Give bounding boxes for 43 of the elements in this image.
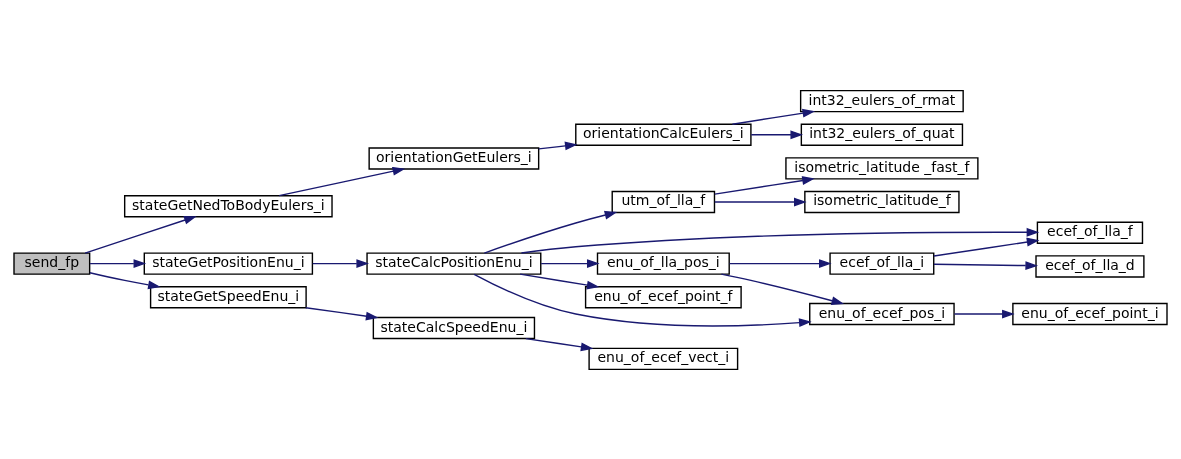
arrow xyxy=(473,273,812,327)
arrow xyxy=(540,258,600,268)
arrow xyxy=(720,272,845,305)
node-box: ecef_of_lla_i xyxy=(829,251,935,275)
arrow xyxy=(84,215,197,254)
node-box: stateCalcPositionEnu_i xyxy=(366,251,542,275)
node-box: stateCalcSpeedEnu_i xyxy=(372,316,536,339)
arrow xyxy=(933,237,1040,257)
node-box: utm_of_lla_f xyxy=(611,190,716,213)
arrow xyxy=(953,309,1015,318)
node-box: ecef_of_lla_f xyxy=(1036,221,1144,244)
node-box: orientationCalcEulers_i xyxy=(575,123,752,146)
node-box: stateGetSpeedEnu_i xyxy=(149,285,307,308)
node-box: enu_of_ecef_vect_i xyxy=(588,347,739,370)
arrow xyxy=(933,260,1039,270)
node-box: enu_of_ecef_point_f xyxy=(584,285,742,308)
node-box: isometric_latitude _fast_f xyxy=(785,156,979,180)
arrow xyxy=(89,258,147,268)
arrow xyxy=(305,306,379,320)
node-box: enu_of_ecef_pos_i xyxy=(809,302,955,325)
node-box: int32_eulers_of_rmat xyxy=(799,89,964,112)
node-box: int32_eulers_of_quat xyxy=(800,123,964,146)
arrow xyxy=(519,272,600,289)
arrow xyxy=(538,141,578,150)
arrow xyxy=(525,337,594,351)
node-box: send_fp xyxy=(13,251,91,275)
arrow xyxy=(483,210,618,254)
node-box: isometric_latitude_f xyxy=(804,190,960,213)
node-box: stateGetNedToBodyEulers_i xyxy=(124,194,333,217)
node-box: stateGetPositionEnu_i xyxy=(143,251,314,275)
arrow xyxy=(89,271,161,289)
arrow xyxy=(714,197,807,206)
node-box: orientationGetEulers_i xyxy=(368,146,540,170)
arrow xyxy=(750,129,804,139)
node-box: enu_of_lla_pos_i xyxy=(596,251,730,275)
node-box: enu_of_ecef_point_i xyxy=(1012,302,1168,325)
arrow xyxy=(731,108,816,125)
arrow xyxy=(714,175,815,195)
arrow xyxy=(520,227,1040,254)
arrow xyxy=(278,166,406,196)
arrow xyxy=(312,258,369,268)
arrow xyxy=(728,258,832,268)
node-box: ecef_of_lla_d xyxy=(1035,254,1145,278)
